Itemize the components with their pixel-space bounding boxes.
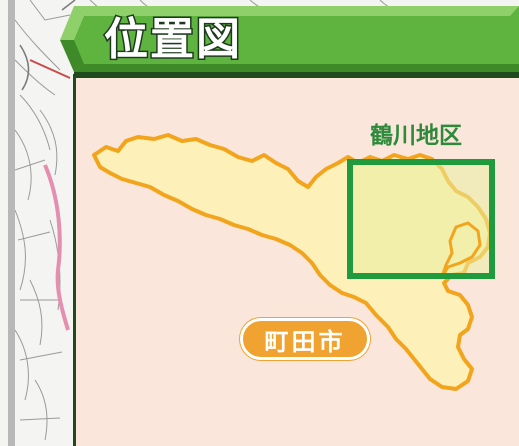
- district-boundary: [440, 221, 482, 279]
- city-label: 町田市: [264, 327, 346, 356]
- inset-header-banner: [60, 6, 519, 78]
- district-frame: [347, 159, 495, 279]
- district-highlight: [350, 162, 492, 276]
- map-frame-border: [8, 0, 15, 446]
- inset-map-graphic: [92, 133, 495, 391]
- district-label: 鶴川地区: [370, 123, 462, 149]
- city-badge: 町田市: [240, 318, 370, 360]
- inset-title: 位置図: [103, 13, 242, 67]
- inset-map: [73, 74, 519, 446]
